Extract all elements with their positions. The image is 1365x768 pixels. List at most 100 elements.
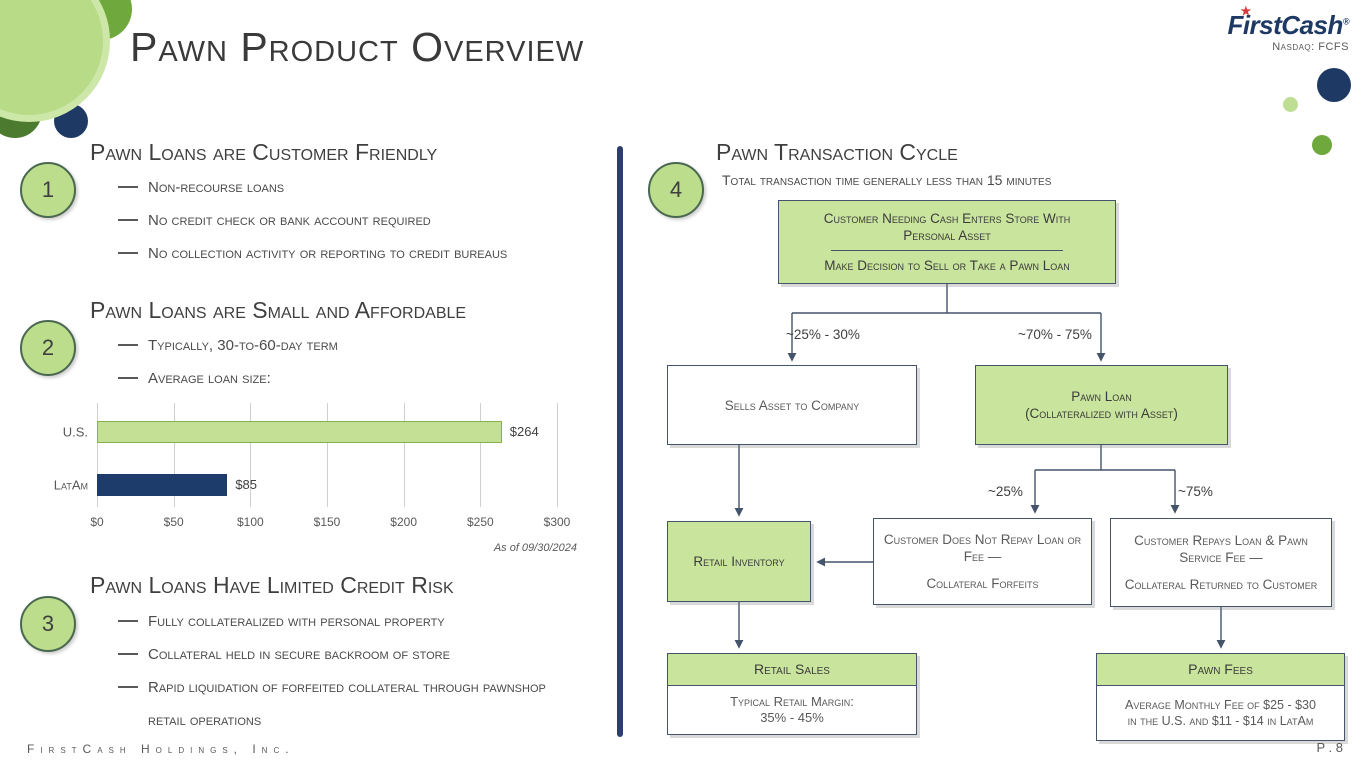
bullet-text: No credit check or bank account required	[148, 212, 431, 229]
dash-icon	[118, 252, 138, 254]
chart-gridline	[250, 403, 252, 507]
logo-text: FirstCash	[1227, 10, 1343, 40]
pawn-loan-box: Pawn Loan (Collateralized with Asset)	[975, 365, 1228, 445]
bullet-text: Average loan size:	[148, 370, 271, 387]
box-line: Customer Does Not Repay Loan or Fee —	[883, 532, 1082, 564]
box-line: Collateral Returned to Customer	[1124, 577, 1318, 592]
chart-gridline	[403, 403, 405, 507]
sells-asset-box: Sells Asset to Company	[667, 365, 917, 445]
repay-box: Customer Repays Loan & Pawn Service Fee …	[1110, 518, 1332, 607]
retail-sales-box: Retail Sales Typical Retail Margin: 35% …	[667, 653, 917, 735]
bullet-item: No credit check or bank account required	[118, 204, 588, 237]
chart-tick-label: $250	[466, 515, 494, 529]
chart-note: As of 09/30/2024	[493, 542, 577, 554]
retail-inventory-box: Retail Inventory	[667, 521, 811, 602]
bullet-item: Fully collateralized with personal prope…	[118, 605, 598, 638]
chart-bar	[97, 473, 228, 496]
dash-icon	[118, 186, 138, 188]
section-2-bullets: Typically, 30-to-60-day term Average loa…	[118, 329, 588, 395]
bullet-item: No collection activity or reporting to c…	[118, 237, 588, 270]
light-green-circle-decoration	[1283, 97, 1298, 112]
registered-mark: ®	[1342, 16, 1350, 27]
chart-tick-label: $300	[543, 515, 571, 529]
box-divider	[831, 250, 1063, 251]
chart-gridline	[97, 403, 98, 507]
chart-tick-label: $50	[163, 515, 184, 529]
bullet-item: Average loan size:	[118, 362, 588, 395]
bullet-item: Collateral held in secure backroom of st…	[118, 638, 598, 671]
dash-icon	[118, 686, 138, 688]
bullet-text: Non-recourse loans	[148, 179, 285, 196]
box-line: (Collateralized with Asset)	[1025, 406, 1178, 421]
chart-gridline	[480, 403, 482, 507]
section-3-bullets: Fully collateralized with personal prope…	[118, 605, 598, 737]
chart-gridline	[173, 403, 175, 507]
pawn-fees-body: Average Monthly Fee of $25 - $30 in the …	[1097, 686, 1344, 740]
section-3-heading: Pawn Loans Have Limited Credit Risk	[90, 572, 454, 598]
chart-value-label: $85	[235, 477, 258, 492]
dash-icon	[118, 377, 138, 379]
footer-company-name: FirstCash Holdings, Inc.	[27, 742, 295, 756]
box-line: Make Decision to Sell or Take a Pawn Loa…	[824, 258, 1070, 273]
section-3-number-badge: 3	[20, 596, 76, 652]
chart-tick-label: $200	[390, 515, 418, 529]
chart-tick-label: $150	[313, 515, 341, 529]
green-circle-decoration	[1312, 135, 1332, 155]
chart-bar	[97, 420, 502, 443]
chart-category-label: U.S.	[62, 424, 88, 439]
logo-star-icon: ★	[1240, 4, 1251, 18]
branch-right-label: ~70% - 75%	[1018, 327, 1092, 342]
section-4-number-badge: 4	[648, 162, 704, 218]
bullet-text: No collection activity or reporting to c…	[148, 245, 508, 262]
cycle-heading: Pawn Transaction Cycle	[716, 139, 958, 165]
chart-gridline	[557, 403, 558, 507]
box-line: Collateral Forfeits	[926, 576, 1039, 591]
chart-value-label: $264	[509, 424, 539, 439]
bullet-item: Rapid liquidation of forfeited collatera…	[118, 671, 598, 737]
chart-tick-label: $0	[90, 515, 104, 529]
section-1-number-badge: 1	[20, 162, 76, 218]
box-line: 35% - 45%	[760, 710, 824, 725]
dash-icon	[118, 653, 138, 655]
chart-tick-label: $100	[236, 515, 264, 529]
customer-enters-store-box: Customer Needing Cash Enters Store With …	[778, 200, 1116, 284]
page-title: Pawn Product Overview	[130, 24, 585, 70]
navy-circle-decoration	[1317, 68, 1351, 102]
section-2-number-badge: 2	[20, 320, 76, 376]
light-green-circle-decoration	[0, 0, 110, 122]
chart-bar-row: LatAm $85	[54, 473, 557, 496]
bullet-item: Non-recourse loans	[118, 171, 588, 204]
dash-icon	[118, 344, 138, 346]
cycle-subheading: Total transaction time generally less th…	[722, 172, 1052, 188]
dash-icon	[118, 620, 138, 622]
box-line: Customer Needing Cash Enters Store With …	[823, 211, 1071, 243]
box-line: Customer Repays Loan & Pawn Service Fee …	[1134, 533, 1308, 565]
retail-sales-title: Retail Sales	[668, 654, 916, 686]
box-line: Sells Asset to Company	[724, 397, 860, 413]
sub-right-label: ~75%	[1178, 484, 1213, 499]
bullet-text: Rapid liquidation of forfeited collatera…	[148, 679, 546, 729]
bullet-text: Fully collateralized with personal prope…	[148, 613, 445, 630]
chart-gridline	[327, 403, 328, 507]
bullet-text: Collateral held in secure backroom of st…	[148, 646, 450, 663]
branch-left-label: ~25% - 30%	[786, 327, 860, 342]
logo-block: FirstCash®★ Nasdaq: FCFS	[1227, 4, 1350, 53]
chart-category-label: LatAm	[53, 477, 88, 492]
firstcash-logo: FirstCash® ★	[1227, 4, 1350, 41]
box-line: in the U.S. and $11 - $14 in LatAm	[1127, 714, 1314, 728]
bullet-text: Typically, 30-to-60-day term	[148, 337, 338, 354]
pawn-fees-box: Pawn Fees Average Monthly Fee of $25 - $…	[1096, 653, 1345, 741]
page-number: P . 8	[1316, 740, 1343, 755]
pawn-fees-title: Pawn Fees	[1097, 654, 1344, 686]
box-line: Retail Inventory	[693, 554, 785, 569]
sub-left-label: ~25%	[988, 484, 1023, 499]
box-line: Typical Retail Margin:	[730, 694, 854, 709]
vertical-divider	[617, 146, 623, 737]
box-line: Average Monthly Fee of $25 - $30	[1125, 698, 1316, 712]
dash-icon	[118, 219, 138, 221]
section-2-heading: Pawn Loans are Small and Affordable	[90, 297, 467, 323]
bullet-item: Typically, 30-to-60-day term	[118, 329, 588, 362]
box-line: Pawn Loan	[1071, 389, 1132, 404]
